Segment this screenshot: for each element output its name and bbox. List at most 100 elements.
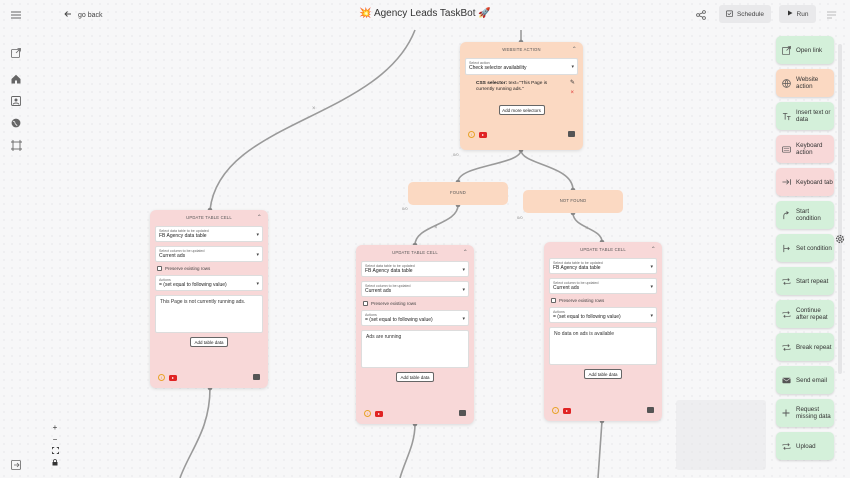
select-table-field[interactable]: Select data table to be updated FB Agenc… xyxy=(361,261,469,277)
field-label: Select action xyxy=(469,61,490,65)
youtube-icon[interactable] xyxy=(375,411,383,417)
crop-icon[interactable] xyxy=(10,139,22,151)
zoom-in-button[interactable]: + xyxy=(52,423,58,432)
field-label: Select data table to be updated xyxy=(159,229,209,233)
value-textarea[interactable]: This Page is not currently running ads. xyxy=(155,295,263,333)
field-value: Current ads xyxy=(159,253,186,259)
preserve-rows-checkbox[interactable]: Preserve existing rows xyxy=(551,298,657,303)
youtube-icon[interactable] xyxy=(169,375,177,381)
value-textarea[interactable]: Ads are running xyxy=(361,330,469,368)
panel-item-insert-text[interactable]: Insert text or data xyxy=(776,102,834,130)
panel-item-website-action[interactable]: Website action xyxy=(776,69,834,97)
panel-item-keyboard-tab[interactable]: Keyboard tab xyxy=(776,168,834,196)
select-table-field[interactable]: Select data table to be updated FB Agenc… xyxy=(549,258,657,274)
panel-item-request-missing-data[interactable]: Request missing data xyxy=(776,399,834,427)
textarea-value: This Page is not currently running ads. xyxy=(160,299,246,305)
actions-field[interactable]: Actions = (set equal to following value)… xyxy=(155,275,263,291)
select-column-field[interactable]: Select column to be updated Current ads … xyxy=(155,246,263,262)
checkbox-label: Preserve existing rows xyxy=(371,301,417,306)
preserve-rows-checkbox[interactable]: Preserve existing rows xyxy=(363,301,469,306)
notes-icon[interactable] xyxy=(825,9,837,21)
info-icon[interactable]: i xyxy=(364,410,371,417)
update-table-cell-node[interactable]: UPDATE TABLE CELL ⌃ Select data table to… xyxy=(356,245,474,424)
select-column-field[interactable]: Select column to be updated Current ads … xyxy=(361,281,469,297)
found-node[interactable]: FOUND xyxy=(408,182,508,205)
checkbox-label: Preserve existing rows xyxy=(559,298,605,303)
node-header: UPDATE TABLE CELL ⌃ xyxy=(544,242,662,258)
add-table-data-button[interactable]: Add table data xyxy=(584,369,622,379)
go-back-link[interactable]: go back xyxy=(64,8,103,22)
lock-icon[interactable] xyxy=(49,458,61,470)
share-icon[interactable] xyxy=(694,8,708,22)
comment-icon[interactable] xyxy=(647,407,654,413)
info-icon[interactable]: i xyxy=(468,131,475,138)
comment-icon[interactable] xyxy=(253,374,260,380)
select-table-field[interactable]: Select data table to be updated FB Agenc… xyxy=(155,226,263,242)
panel-item-open-link[interactable]: Open link xyxy=(776,36,834,64)
add-table-data-button[interactable]: Add table data xyxy=(190,337,228,347)
checkbox-label: Preserve existing rows xyxy=(165,266,211,271)
panel-item-upload[interactable]: Upload xyxy=(776,432,834,460)
repeat-icon xyxy=(781,309,791,319)
zoom-out-button[interactable]: − xyxy=(52,435,58,444)
add-selectors-button[interactable]: Add more selectors xyxy=(498,105,545,115)
info-icon[interactable]: i xyxy=(158,374,165,381)
panel-item-label: Continue after repeat xyxy=(796,307,828,321)
checkbox-icon xyxy=(157,266,162,271)
preserve-rows-checkbox[interactable]: Preserve existing rows xyxy=(157,266,263,271)
chevron-up-icon[interactable]: ⌃ xyxy=(650,247,656,253)
chevron-up-icon[interactable]: ⌃ xyxy=(571,47,577,53)
schedule-button[interactable]: Schedule xyxy=(719,5,771,23)
select-column-field[interactable]: Select column to be updated Current ads … xyxy=(549,278,657,294)
panel-item-label: Send email xyxy=(796,376,827,384)
panel-item-send-email[interactable]: Send email xyxy=(776,366,834,394)
panel-item-continue-after-repeat[interactable]: Continue after repeat xyxy=(776,300,834,328)
update-table-cell-node[interactable]: UPDATE TABLE CELL ⌃ Select data table to… xyxy=(544,242,662,421)
node-title: UPDATE TABLE CELL xyxy=(580,247,626,252)
panel-item-label: Keyboard tab xyxy=(796,178,833,186)
globe-icon[interactable] xyxy=(10,117,22,129)
panel-item-start-repeat[interactable]: Start repeat xyxy=(776,267,834,295)
external-link-icon[interactable] xyxy=(10,47,22,59)
panel-item-break-repeat[interactable]: Break repeat xyxy=(776,333,834,361)
panel-item-keyboard-action[interactable]: Keyboard action xyxy=(776,135,834,163)
actions-field[interactable]: Actions = (set equal to following value)… xyxy=(361,310,469,326)
panel-scrollbar[interactable] xyxy=(838,44,842,374)
pencil-icon[interactable]: ✎ xyxy=(569,80,575,86)
website-action-node[interactable]: WEBSITE ACTION ⌃ Select action Check sel… xyxy=(460,42,583,150)
select-action-field[interactable]: Select action Check selector availabilit… xyxy=(465,58,578,75)
minimap[interactable] xyxy=(676,400,766,470)
gear-icon[interactable] xyxy=(834,232,848,246)
arrow-left-icon xyxy=(64,10,72,20)
close-icon[interactable]: × xyxy=(570,90,574,96)
panel-item-start-condition[interactable]: Start condition xyxy=(776,201,834,229)
page-title: 💥 Agency Leads TaskBot 🚀 xyxy=(359,8,491,19)
run-count-tag: 0/0 xyxy=(517,215,523,220)
fit-view-icon[interactable] xyxy=(49,446,61,458)
value-textarea[interactable]: No data on ads is available xyxy=(549,327,657,365)
panel-item-set-condition[interactable]: Set condition xyxy=(776,234,834,262)
chevron-down-icon: ▾ xyxy=(650,284,653,290)
chevron-up-icon[interactable]: ⌃ xyxy=(462,250,468,256)
css-selector-value: text="This Page is currently running ads… xyxy=(476,81,548,92)
update-table-cell-node[interactable]: UPDATE TABLE CELL ⌃ Select data table to… xyxy=(150,210,268,388)
info-icon[interactable]: i xyxy=(552,407,559,414)
portrait-icon[interactable] xyxy=(10,95,22,107)
field-label: Select column to be updated xyxy=(553,281,599,285)
chevron-down-icon: ▾ xyxy=(462,287,465,293)
comment-icon[interactable] xyxy=(459,410,466,416)
schedule-label: Schedule xyxy=(736,10,765,18)
comment-icon[interactable] xyxy=(568,131,575,137)
run-button[interactable]: Run xyxy=(779,5,816,23)
home-icon[interactable] xyxy=(10,73,22,85)
add-table-data-button[interactable]: Add table data xyxy=(396,372,434,382)
actions-field[interactable]: Actions = (set equal to following value)… xyxy=(549,307,657,323)
menu-icon[interactable] xyxy=(10,9,22,21)
youtube-icon[interactable] xyxy=(563,408,571,414)
chevron-up-icon[interactable]: ⌃ xyxy=(256,215,262,221)
logout-icon[interactable] xyxy=(10,459,22,471)
youtube-icon[interactable] xyxy=(479,132,487,138)
panel-item-label: Set condition xyxy=(796,244,832,252)
not-found-node[interactable]: NOT FOUND xyxy=(523,190,623,213)
field-value: Current ads xyxy=(365,288,392,294)
